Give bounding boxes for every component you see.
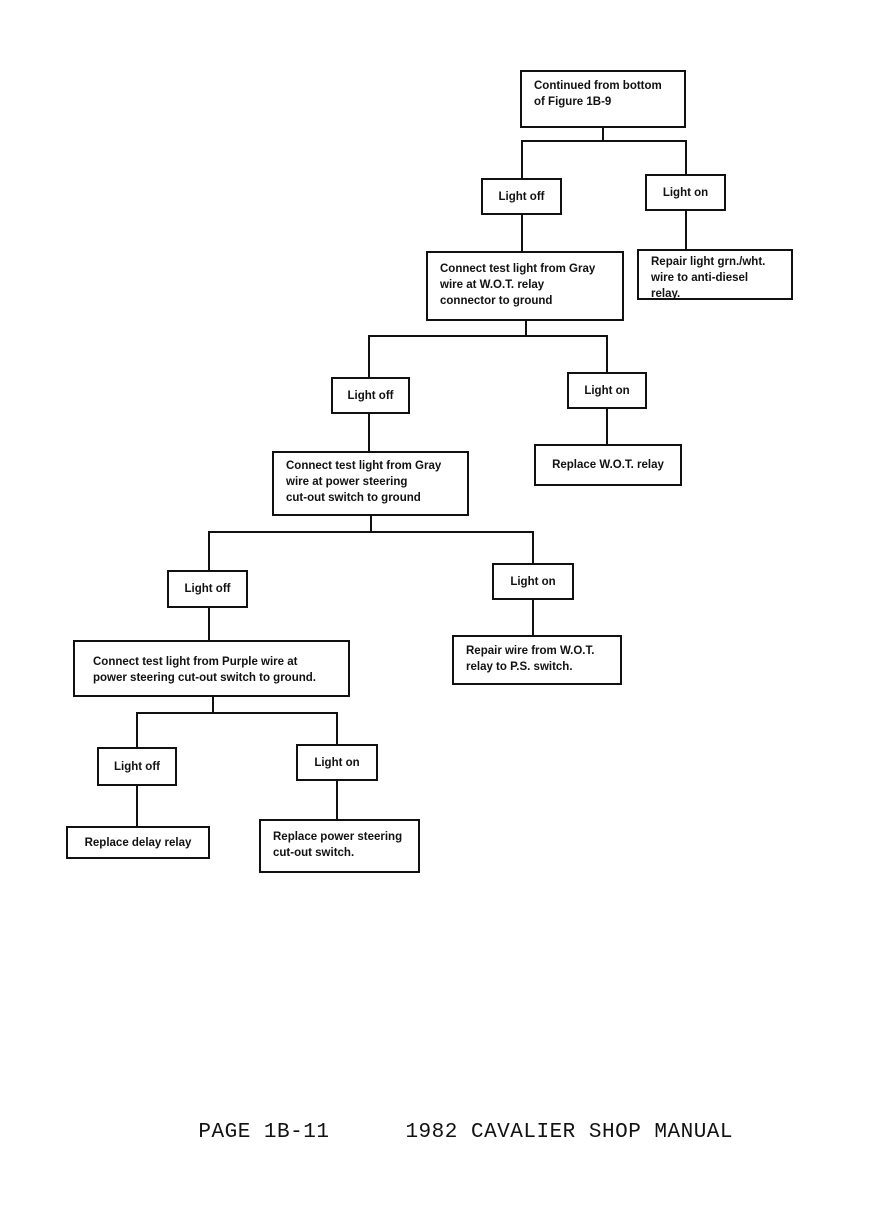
level4-light-on-label: Light on (314, 756, 360, 769)
connector (208, 531, 534, 533)
level2-light-on-label: Light on (584, 384, 630, 397)
level1-light-on-box: Light on (645, 174, 726, 211)
connector (212, 696, 214, 714)
level2-light-off-box: Light off (331, 377, 410, 414)
level2-light-on-box: Light on (567, 372, 647, 409)
connector (606, 335, 608, 373)
level3-light-on-label: Light on (510, 575, 556, 588)
level3-light-on-box: Light on (492, 563, 574, 600)
start-text: Continued from bottom of Figure 1B-9 (534, 80, 662, 108)
level2-off-action-text: Connect test light from Gray wire at pow… (286, 460, 442, 504)
connector (525, 320, 527, 336)
manual-title: 1982 CAVALIER SHOP MANUAL (405, 1121, 734, 1144)
connector (336, 712, 338, 745)
level4-on-action-text: Replace power steering cut-out switch. (273, 831, 403, 859)
level1-off-action-box: Connect test light from Gray wire at W.O… (426, 251, 624, 321)
connector (521, 140, 523, 178)
level3-off-action-box: Connect test light from Purple wire at p… (73, 640, 350, 697)
page-number: PAGE 1B-11 (198, 1121, 330, 1144)
level1-light-off-box: Light off (481, 178, 562, 215)
connector (370, 515, 372, 533)
level2-off-action-box: Connect test light from Gray wire at pow… (272, 451, 469, 516)
level4-light-off-box: Light off (97, 747, 177, 786)
level3-light-off-label: Light off (184, 583, 231, 595)
level1-on-action-box: Repair light grn./wht. wire to anti-dies… (637, 249, 793, 300)
level4-off-action-box: Replace delay relay (66, 826, 210, 859)
connector (532, 599, 534, 636)
connector (136, 785, 138, 827)
level3-on-action-box: Repair wire from W.O.T. relay to P.S. sw… (452, 635, 622, 685)
level4-on-action-box: Replace power steering cut-out switch. (259, 819, 420, 873)
level1-light-off-label: Light off (498, 190, 545, 203)
level4-light-off-label: Light off (114, 760, 160, 773)
level2-on-action-box: Replace W.O.T. relay (534, 444, 682, 486)
level1-on-action-text: Repair light grn./wht. wire to anti-dies… (651, 256, 766, 300)
level2-light-off-label: Light off (347, 389, 394, 402)
connector (208, 607, 210, 641)
level3-light-off-box: Light off (167, 570, 248, 608)
start-box: Continued from bottom of Figure 1B-9 (520, 70, 686, 128)
connector (368, 335, 608, 337)
connector (368, 335, 370, 378)
level4-light-on-box: Light on (296, 744, 378, 781)
connector (521, 214, 523, 252)
connector (368, 413, 370, 453)
connector (521, 140, 687, 142)
connector (606, 407, 608, 445)
connector (208, 531, 210, 571)
connector (532, 531, 534, 564)
connector (685, 210, 687, 250)
level3-on-action-text: Repair wire from W.O.T. relay to P.S. sw… (466, 645, 595, 673)
level3-off-action-text: Connect test light from Purple wire at p… (93, 656, 316, 684)
connector (602, 126, 604, 142)
connector (685, 140, 687, 176)
level2-on-action-text: Replace W.O.T. relay (552, 459, 664, 471)
level1-light-on-label: Light on (662, 186, 709, 199)
level4-off-action-text: Replace delay relay (84, 836, 192, 849)
connector (136, 712, 338, 714)
connector (336, 780, 338, 820)
level1-off-action-text: Connect test light from Gray wire at W.O… (440, 263, 596, 307)
page-footer: PAGE 1B-11 1982 CAVALIER SHOP MANUAL (146, 1098, 733, 1167)
connector (136, 712, 138, 748)
